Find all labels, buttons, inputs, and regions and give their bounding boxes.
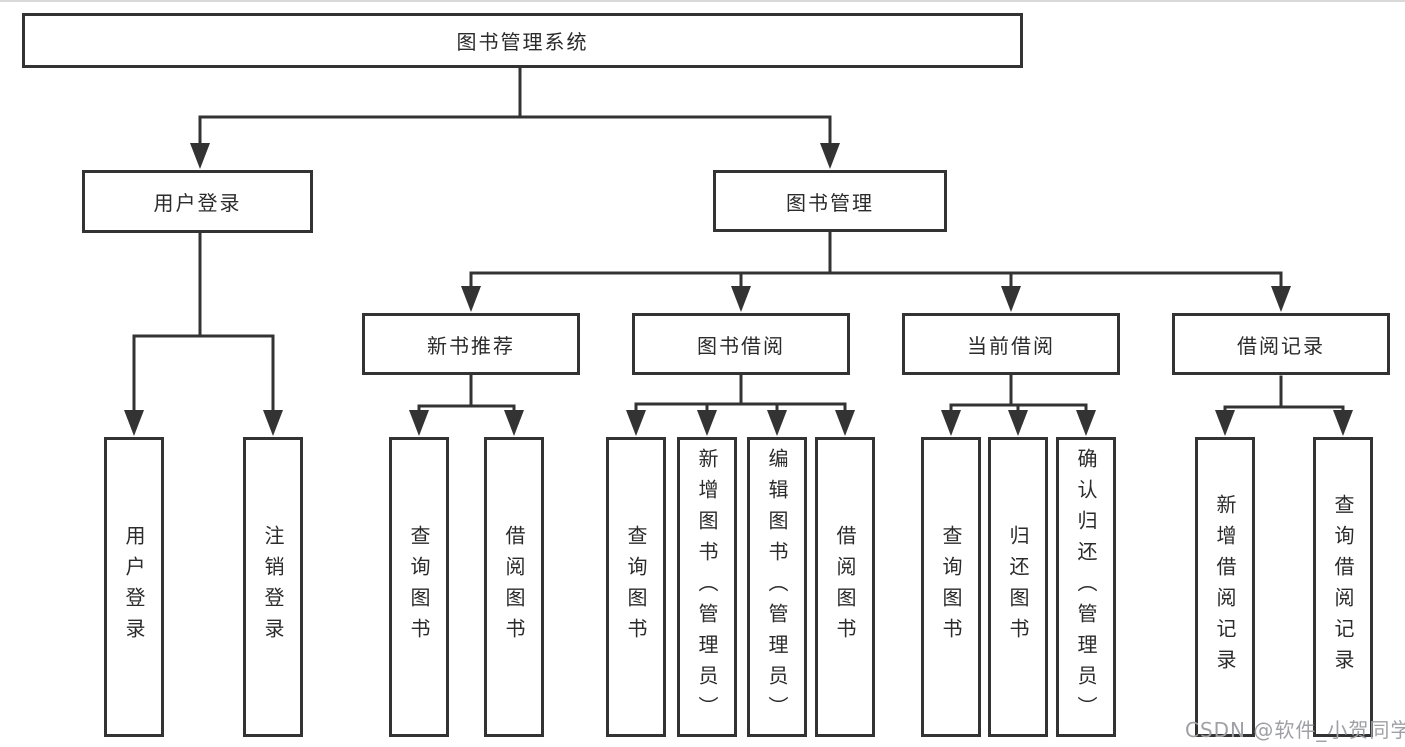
node-leaf-cb-confirm: 确认归还（管理员） <box>1056 437 1116 737</box>
node-leaf-logout: 注销登录 <box>243 437 303 737</box>
node-borrow-record: 借阅记录 <box>1172 313 1390 375</box>
node-leaf-cb-query: 查询图书 <box>921 437 981 737</box>
top-border-strip <box>0 0 1405 2</box>
node-leaf-bb-edit: 编辑图书（管理员） <box>747 437 807 737</box>
watermark: CSDN @软件_小贺同学 <box>1185 718 1405 742</box>
node-leaf-bb-query: 查询图书 <box>606 437 666 737</box>
node-book-mgmt: 图书管理 <box>713 170 947 232</box>
node-leaf-br-add: 新增借阅记录 <box>1195 437 1255 737</box>
node-current-borrow: 当前借阅 <box>902 313 1120 375</box>
node-book-borrow: 图书借阅 <box>632 313 850 375</box>
node-leaf-br-query: 查询借阅记录 <box>1313 437 1373 737</box>
node-new-book-rec: 新书推荐 <box>362 313 580 375</box>
node-leaf-user-login: 用户登录 <box>104 437 164 737</box>
node-leaf-rec-borrow: 借阅图书 <box>484 437 544 737</box>
node-leaf-bb-borrow: 借阅图书 <box>815 437 875 737</box>
node-root: 图书管理系统 <box>22 13 1023 68</box>
node-leaf-rec-query: 查询图书 <box>389 437 449 737</box>
node-leaf-bb-add: 新增图书（管理员） <box>677 437 737 737</box>
node-leaf-cb-return: 归还图书 <box>988 437 1048 737</box>
node-user-login: 用户登录 <box>82 170 313 233</box>
